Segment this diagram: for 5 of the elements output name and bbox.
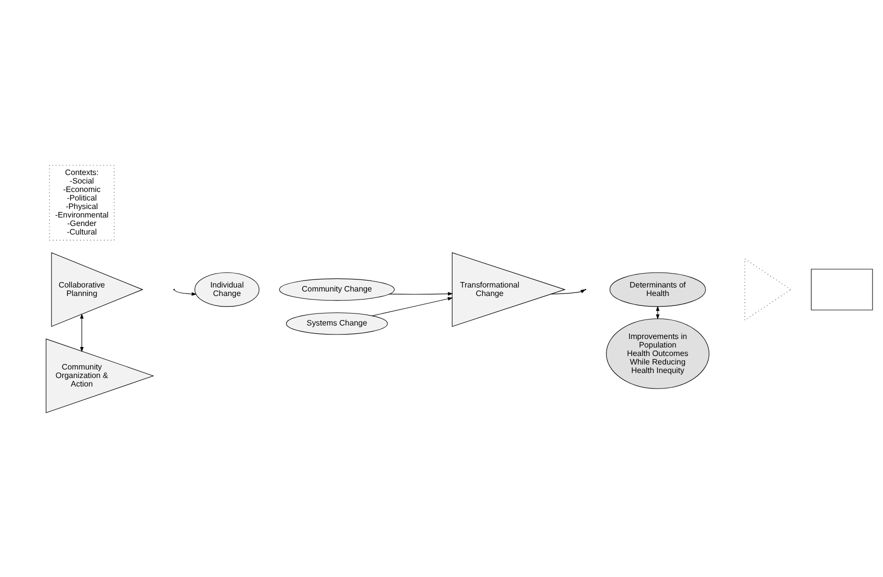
node-box (810, 268, 873, 310)
node-triangle (744, 258, 792, 320)
arrow (388, 292, 454, 296)
arrow (80, 313, 84, 352)
arrow (372, 296, 453, 316)
